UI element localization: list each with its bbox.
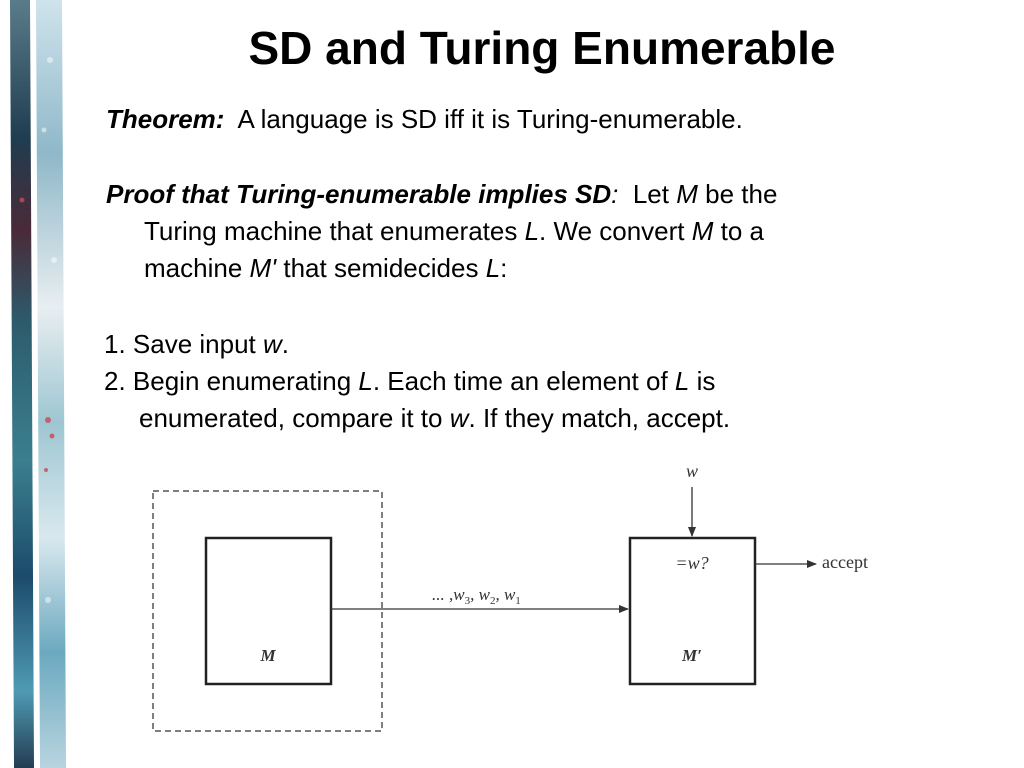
proof-text-5: to a [713,216,764,246]
enumerator-diagram: M ... ,w3, w2, w1 M′ =w? w accept [152,461,868,732]
enum-comma-1: , [470,585,479,604]
theorem-label: Theorem: [106,104,225,134]
proof-line-2: Turing machine that enumerates L. We con… [106,213,986,250]
compare-label: =w? [675,553,708,573]
slide-title: SD and Turing Enumerable [248,22,836,74]
proof-symbol-M-prime: M' [249,253,277,283]
proof-text-4: . We convert [539,216,692,246]
step-1-text: 1. Save input [104,329,263,359]
step-2-text-b: . Each time an element of [372,366,675,396]
enum-sub-2: 2 [490,595,496,607]
step-1-symbol-w: w [263,329,282,359]
decorative-side-strip [10,0,66,768]
step-2-text-c: is [689,366,716,396]
input-w-label: w [686,461,698,481]
enumerator-dashed-boundary [152,490,383,732]
step-2-text-a: 2. Begin enumerating [104,366,359,396]
step-2-line-2: enumerated, compare it to w. If they mat… [104,400,984,437]
proof-text-2: be the [697,179,778,209]
accept-label: accept [822,552,868,572]
proof-colon: : [611,179,619,209]
proof-text-6: machine [144,253,250,283]
proof-line-3: machine M' that semidecides L: [106,250,986,287]
proof-symbol-M: M [676,179,698,209]
enumeration-label: ... ,w3, w2, w1 [432,585,521,607]
proof-text-7: that semidecides [276,253,486,283]
proof-paragraph: Proof that Turing-enumerable implies SD:… [106,176,986,287]
proof-text-8: : [500,253,508,283]
proof-symbol-L: L [524,216,540,246]
proof-text-3: Turing machine that enumerates [144,216,525,246]
enum-w1: w [504,585,516,604]
machine-M-prime-box [628,536,757,686]
machine-M-prime-label: M′ [681,646,702,665]
machine-M-label: M [259,646,276,665]
enum-w2: w [479,585,491,604]
steps-list: 1. Save input w. 2. Begin enumerating L.… [104,326,984,437]
enum-sub-1: 1 [515,595,521,607]
step-2-symbol-w: w [449,403,469,433]
enum-sub-3: 3 [465,595,471,607]
theorem-statement: Theorem: A language is SD iff it is Turi… [106,101,986,138]
step-2-symbol-L: L [358,366,373,396]
enum-w3: w [453,585,465,604]
step-2-symbol-L-2: L [674,366,690,396]
proof-label: Proof that Turing-enumerable implies SD [106,179,612,209]
step-2-text-d: enumerated, compare it to [139,403,450,433]
step-2: 2. Begin enumerating L. Each time an ele… [104,363,984,437]
step-2-text-e: . If they match, accept. [468,403,731,433]
step-1-period: . [281,329,290,359]
proof-symbol-L-2: L [485,253,501,283]
proof-symbol-M-2: M [691,216,714,246]
proof-text-1: Let [632,179,677,209]
machine-M-box [204,536,333,686]
enum-prefix: ... , [432,585,453,604]
step-1: 1. Save input w. [104,326,984,363]
theorem-text: A language is SD iff it is Turing-enumer… [237,104,743,134]
enum-comma-2: , [495,585,504,604]
